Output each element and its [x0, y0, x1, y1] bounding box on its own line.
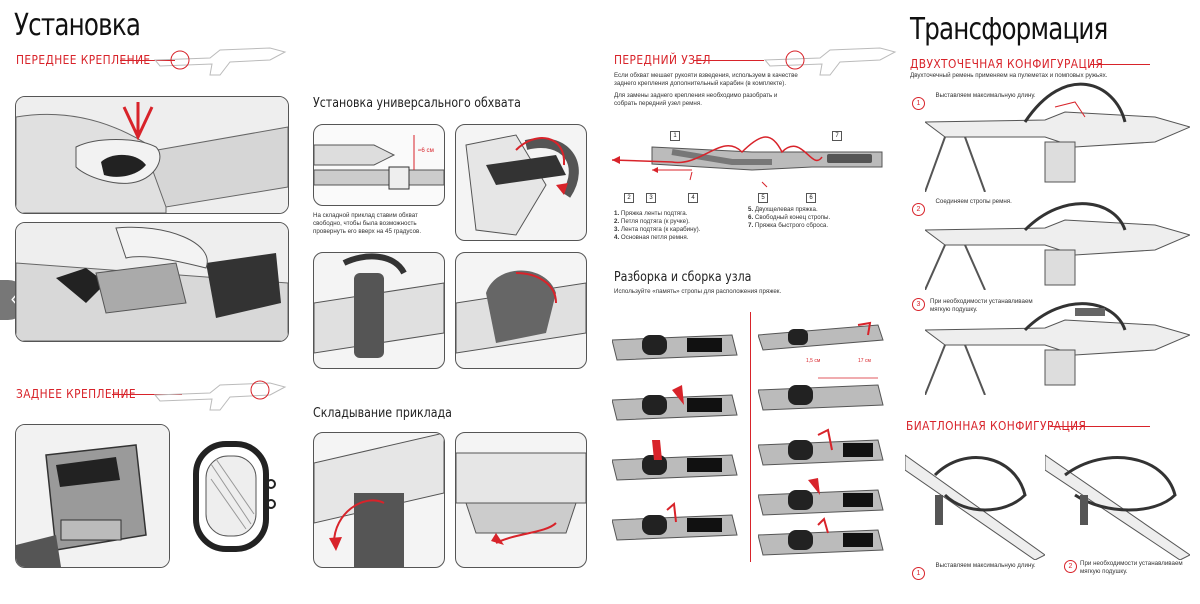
front-mount-heading: ПЕРЕДНЕЕ КРЕПЛЕНИЕ — [16, 52, 151, 67]
callout-6: 6 — [806, 186, 816, 204]
strap-rotate-illustration — [314, 253, 444, 358]
rifle-sketch-icon — [153, 380, 287, 411]
assembly-left-column — [612, 334, 738, 541]
callout-1: 1 — [670, 124, 680, 142]
heading-rule — [1050, 426, 1150, 427]
assembly-step — [758, 377, 884, 411]
rear-mount-photo-2 — [176, 424, 287, 566]
assembly-step — [758, 478, 884, 516]
callout-5: 5 — [758, 186, 768, 204]
heading-rule — [112, 394, 182, 395]
assembly-step — [612, 334, 738, 361]
callout-7: 7 — [832, 124, 842, 142]
strap-loop-illustration — [193, 441, 276, 552]
rifle-sketch-icon — [763, 47, 897, 76]
universal-caption: На складной приклад ставим обхват свобод… — [313, 212, 422, 235]
page-title-transformation: Трансформация — [910, 12, 1108, 47]
fold-step-2 — [455, 432, 587, 568]
front-knot-heading: ПЕРЕДНИЙ УЗЕЛ — [614, 52, 711, 67]
strap-tilt-illustration — [456, 270, 586, 354]
universal-mount-heading: Установка универсального обхвата — [313, 96, 521, 111]
legend-item: 3. Лента подтяга (к карабину). — [614, 226, 701, 233]
two-point-heading: ДВУХТОЧЕЧНАЯ КОНФИГУРАЦИЯ — [910, 56, 1104, 71]
assembly-heading: Разборка и сборка узла — [614, 270, 752, 285]
callout-3: 3 — [646, 186, 656, 204]
stock-measure-illustration — [314, 135, 444, 190]
legend-right: 5. Двухщелевая пряжка. 6. Свободный коне… — [748, 206, 868, 230]
assembly-step — [612, 440, 738, 481]
callout-2: 2 — [624, 186, 634, 204]
assembly-step — [612, 502, 738, 541]
assembly-caption: Используйте «память» стропы для располож… — [614, 288, 782, 295]
dim-label-b: 17 см — [858, 358, 871, 364]
measure-label: ≈6 см — [418, 147, 434, 154]
universal-step-2 — [455, 124, 587, 241]
step-2: 2 Соединяем стропы ремня. — [912, 198, 1012, 216]
rear-mount-heading: ЗАДНЕЕ КРЕПЛЕНИЕ — [16, 386, 136, 401]
front-mount-photo-1 — [15, 96, 289, 214]
fold-lock-illustration — [456, 452, 586, 545]
legend-item: 5. Двухщелевая пряжка. — [748, 206, 818, 213]
fold-rotate-illustration — [314, 433, 444, 567]
legend-item: 4. Основная петля ремня. — [614, 234, 689, 241]
biathlon-heading: БИАТЛОННАЯ КОНФИГУРАЦИЯ — [906, 418, 1087, 433]
assembly-right-column — [758, 321, 884, 556]
biathlon-step-1: 1 Выставляем максимальную длину. — [912, 562, 1062, 580]
front-knot-intro-2: Для замены заднего крепления необходимо … — [614, 92, 778, 107]
two-point-caption: Двухточечный ремень применяем на пулемет… — [910, 72, 1108, 79]
step-1: 1 Выставляем максимальную длину. — [912, 92, 1036, 110]
machine-gun-illustration-2 — [925, 202, 1190, 290]
hand-buckle-illustration — [16, 223, 288, 341]
legend-item: 6. Свободный конец стропы. — [748, 214, 831, 221]
universal-step-4 — [455, 252, 587, 369]
legend-left: 1. Пряжка ленты подтяга. 2. Петля подтяг… — [614, 210, 744, 242]
assembly-step — [758, 428, 884, 466]
strap-wrap-illustration — [465, 134, 579, 236]
machine-gun-illustration-1 — [925, 82, 1190, 192]
rear-strap-illustration — [16, 425, 169, 567]
rifle-sketch-icon — [153, 47, 287, 76]
rear-mount-photo-1 — [15, 424, 170, 568]
column-divider — [750, 312, 751, 562]
biathlon-illustration-2 — [1045, 454, 1190, 560]
callout-4: 4 — [688, 186, 698, 204]
assembly-step — [758, 517, 884, 556]
legend-item: 2. Петля подтяга (к ручке). — [614, 218, 690, 225]
legend-item: 1. Пряжка ленты подтяга. — [614, 210, 688, 217]
knot-diagram — [612, 136, 883, 188]
heading-rule — [1090, 64, 1150, 65]
fold-stock-heading: Складывание приклада — [313, 406, 452, 421]
fold-step-1 — [313, 432, 445, 568]
step-3: 3 При необходимости устанавливаем мягкую… — [912, 298, 1042, 314]
universal-step-1: ≈6 см — [313, 124, 445, 206]
hand-clip-illustration — [16, 97, 288, 213]
universal-step-3 — [313, 252, 445, 369]
machine-gun-illustration-3 — [925, 302, 1190, 395]
front-mount-photo-2 — [15, 222, 289, 342]
dim-label-a: 1,5 см — [806, 358, 821, 364]
biathlon-step-2: 2 При необходимости устанавливаем мягкую… — [1064, 560, 1194, 576]
heading-rule — [694, 60, 764, 61]
assembly-step — [612, 385, 738, 421]
page-title-installation: Установка — [14, 8, 141, 43]
chevron-left-icon: ‹ — [10, 288, 18, 310]
assembly-step — [758, 321, 884, 351]
front-knot-intro: Если обхват мешает рукояти взведения, ис… — [614, 72, 798, 87]
legend-item: 7. Пряжка быстрого сброса. — [748, 222, 829, 229]
biathlon-illustration-1 — [905, 454, 1045, 560]
heading-rule — [120, 60, 175, 61]
